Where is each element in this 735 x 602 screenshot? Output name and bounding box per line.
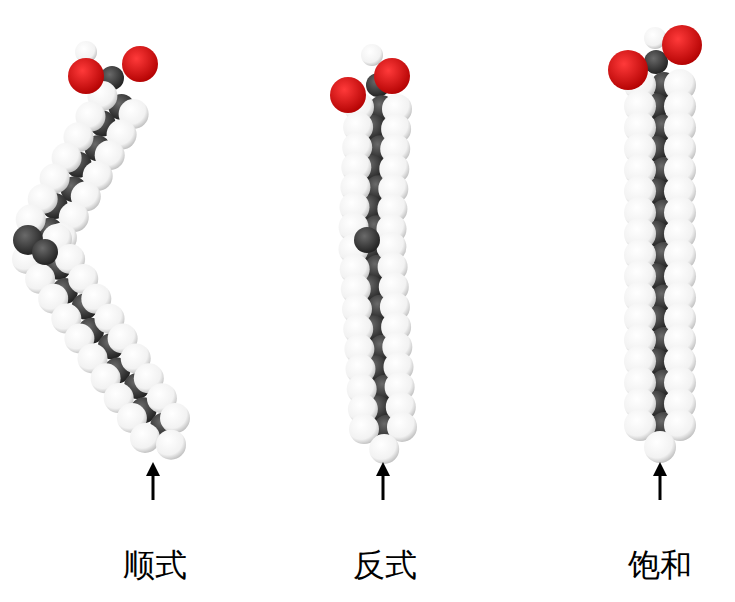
oxygen-atom — [662, 25, 702, 65]
hydrogen-atom — [156, 430, 186, 460]
oxygen-atom — [374, 58, 410, 94]
hydrogen-atom — [130, 423, 160, 453]
hydrogen-atom — [361, 44, 383, 66]
oxygen-atom — [330, 77, 366, 113]
isomer-label: 反式 — [353, 544, 417, 588]
molecule-models — [12, 25, 702, 464]
oxygen-atom — [122, 46, 158, 82]
hydrogen-atom — [369, 434, 399, 464]
pointer-arrow — [146, 462, 667, 500]
hydrogen-atom — [644, 431, 676, 463]
hydrogen-atom — [160, 403, 190, 433]
carbon-atom — [354, 227, 380, 253]
isomer-label: 饱和 — [628, 544, 692, 588]
oxygen-atom — [608, 50, 648, 90]
oxygen-atom — [68, 58, 104, 94]
isomer-label: 顺式 — [123, 544, 187, 588]
carbon-atom — [32, 239, 58, 265]
